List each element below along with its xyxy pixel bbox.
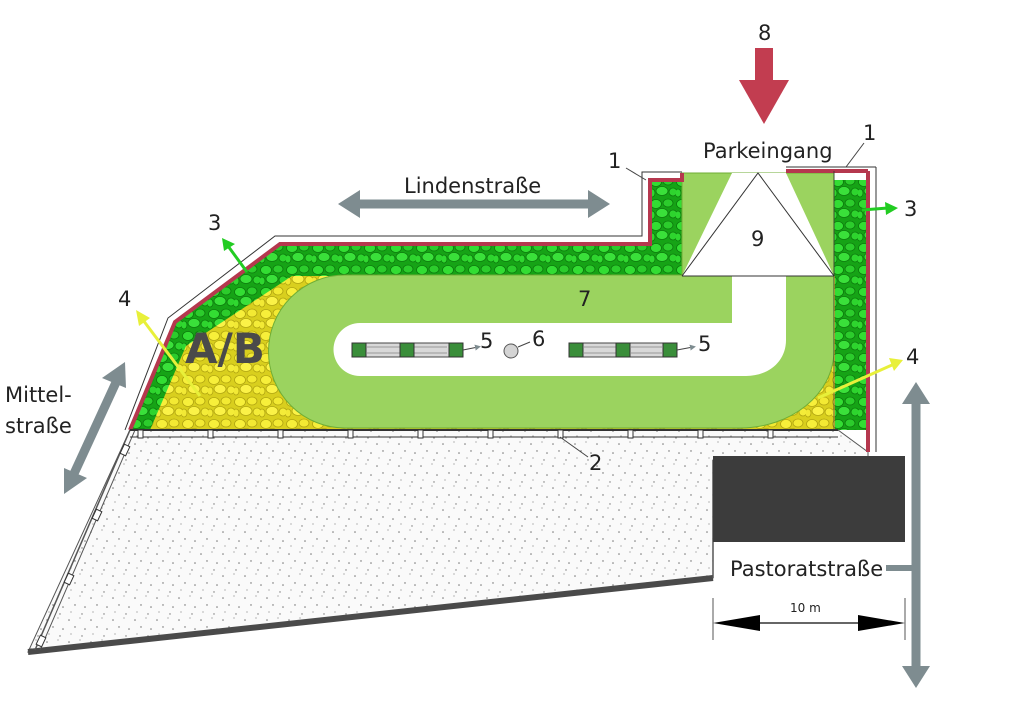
double-arrow-icon — [338, 190, 610, 218]
street-mittelstrasse-line1: Mittel- — [5, 383, 72, 407]
label-1-right: 1 — [863, 121, 876, 145]
label-6: 6 — [532, 327, 545, 351]
yellow-arrow-left — [136, 310, 202, 397]
bench-group-left — [351, 342, 464, 358]
fence-posts — [137, 429, 774, 439]
square-bottom-edge — [27, 575, 714, 655]
label-3-left: 3 — [208, 211, 221, 235]
label-3-right: 3 — [904, 197, 917, 221]
street-mittelstrasse-line2: straße — [5, 414, 72, 438]
yellow-arrow-right — [817, 358, 903, 400]
label-8: 8 — [758, 21, 771, 45]
label-4-right: 4 — [906, 345, 919, 369]
green-arrow-left — [222, 238, 249, 273]
label-7: 7 — [578, 287, 591, 311]
inner-lawn — [333, 173, 786, 376]
green-arrow-right — [861, 202, 898, 215]
double-arrow-icon — [64, 362, 126, 494]
street-lindenstrasse: Lindenstraße — [404, 174, 541, 198]
bench-icon — [448, 342, 464, 358]
bench-icon — [662, 342, 678, 358]
park-entrance-label: Parkeingang — [703, 139, 833, 163]
label-5-right: 5 — [698, 332, 711, 356]
street-pastoratstrasse: Pastoratstraße — [730, 557, 883, 581]
building — [713, 456, 905, 542]
label-1-left: 1 — [608, 149, 621, 173]
label-9: 9 — [751, 227, 764, 251]
label-4-left: 4 — [118, 287, 131, 311]
bench-icon — [399, 342, 415, 358]
label-5-left: 5 — [480, 329, 493, 353]
bench-icon — [568, 342, 584, 358]
scale-bar: 10 m — [712, 598, 906, 640]
boundary-wall — [128, 173, 684, 431]
square-left-edge — [34, 429, 131, 651]
entrance-arrow-icon — [739, 48, 789, 124]
bench-icon — [351, 342, 367, 358]
bench-group-right — [568, 342, 678, 358]
entrance-zone — [682, 173, 834, 276]
scale-bar-label: 10 m — [790, 601, 821, 615]
label-2: 2 — [589, 451, 602, 475]
double-arrow-icon — [886, 382, 930, 688]
bench-icon — [615, 342, 631, 358]
lamp-icon — [503, 343, 519, 359]
zone-label-ab: A/B — [185, 324, 265, 373]
